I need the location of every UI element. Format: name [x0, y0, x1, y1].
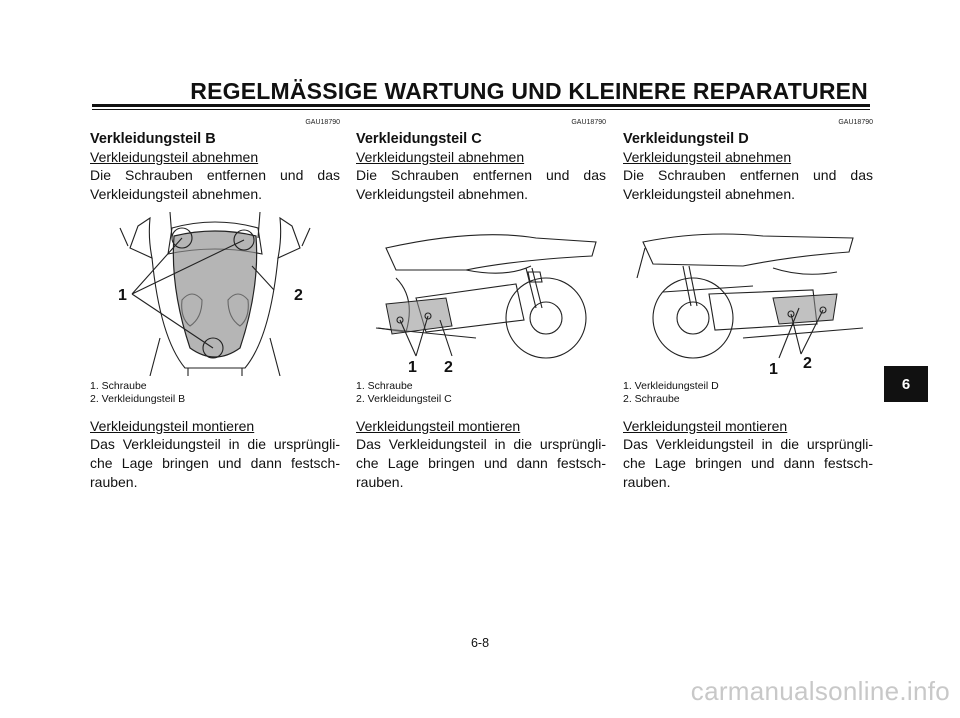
install-heading: Verkleidungsteil montieren [90, 418, 255, 434]
cowling-d-panel [772, 293, 838, 325]
install-heading: Verkleidungsteil montieren [623, 418, 788, 434]
section-cowling-d: GAU18790 Verkleidungsteil D Verkleidungs… [623, 118, 873, 492]
scooter-side-illustration: 1 2 [636, 233, 864, 376]
caption-1: 1. Schraube [356, 380, 413, 392]
install-instructions: Das Verkleidungsteil in die ursprüngli-c… [623, 436, 873, 490]
install-instructions: Das Verkleidungsteil in die ursprüngli-c… [90, 436, 340, 490]
cowling-b-panel [172, 230, 258, 358]
section-title: Verkleidungsteil B [90, 131, 216, 147]
scooter-side-illustration: 1 2 [375, 234, 597, 376]
callout-2: 2 [803, 355, 812, 372]
install-instructions: Das Verkleidungsteil in die ursprüngli-c… [356, 436, 606, 490]
caption-2: 2. Verkleidungsteil B [90, 392, 186, 405]
page-number: 6-8 [470, 636, 490, 650]
caption-1: 1. Schraube [90, 380, 147, 392]
scooter-front-illustration: 1 2 [118, 211, 311, 376]
install-heading: Verkleidungsteil montieren [356, 418, 521, 434]
reference-code: GAU18790 [838, 119, 873, 126]
rear-wheel [652, 277, 734, 359]
remove-instructions: Die Schrauben entfernen und das Verkleid… [623, 167, 873, 202]
callout-2: 2 [444, 359, 453, 376]
caption-1: 1. Verkleidungsteil D [623, 380, 719, 392]
callout-1: 1 [118, 287, 127, 304]
chapter-tab: 6 [884, 366, 928, 402]
callout-1: 1 [769, 361, 778, 376]
screw-marker [424, 312, 432, 320]
header-rule-thin [92, 109, 870, 110]
screw-marker [396, 316, 404, 324]
screw-marker [787, 310, 795, 318]
rear-wheel [505, 277, 587, 359]
callout-2: 2 [294, 287, 303, 304]
reference-code: GAU18790 [305, 119, 340, 126]
remove-instructions: Die Schrauben entfernen und das Verkleid… [356, 167, 606, 202]
remove-heading: Verkleidungsteil abnehmen [356, 149, 525, 165]
screw-marker [233, 229, 255, 251]
figure-cowling-d: 1 2 [623, 208, 873, 376]
screw-marker [171, 227, 193, 249]
screw-marker [202, 337, 224, 359]
watermark: carmanualsonline.info [690, 676, 950, 706]
remove-heading: Verkleidungsteil abnehmen [623, 149, 792, 165]
figure-cowling-c: 1 2 [356, 208, 606, 376]
section-cowling-c: GAU18790 Verkleidungsteil C Verkleidungs… [356, 118, 606, 492]
remove-instructions: Die Schrauben entfernen und das Verkleid… [90, 167, 340, 202]
caption-2: 2. Schraube [623, 392, 680, 405]
page-title: REGELMÄSSIGE WARTUNG UND KLEINERE REPARA… [190, 78, 868, 104]
screw-marker [819, 306, 827, 314]
caption-2: 2. Verkleidungsteil C [356, 392, 452, 405]
section-title: Verkleidungsteil D [623, 131, 749, 147]
cowling-c-panel [385, 297, 453, 335]
callout-1: 1 [408, 359, 417, 376]
section-cowling-b: GAU18790 Verkleidungsteil B Verkleidungs… [90, 118, 340, 492]
remove-heading: Verkleidungsteil abnehmen [90, 149, 259, 165]
header-rule [92, 104, 870, 107]
section-title: Verkleidungsteil C [356, 131, 482, 147]
figure-cowling-b: 1 2 [90, 208, 340, 376]
reference-code: GAU18790 [571, 119, 606, 126]
